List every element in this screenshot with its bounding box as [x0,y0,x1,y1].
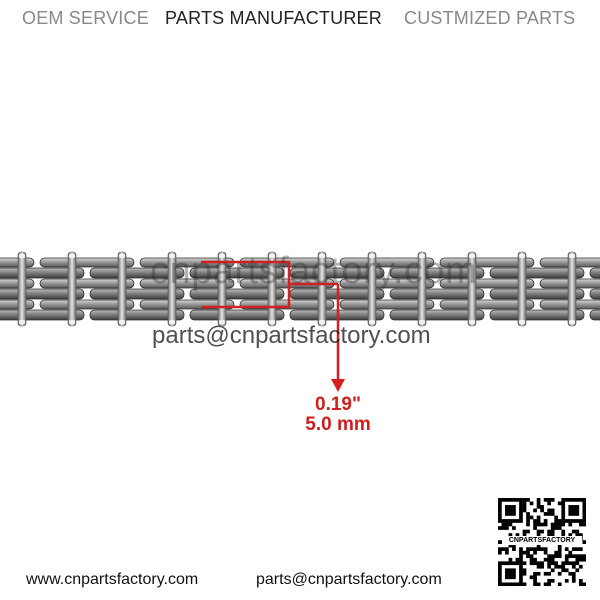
dimension-mm: 5.0 mm [305,414,371,435]
chain-links [0,251,600,327]
dimension-marker [201,260,345,392]
oem-service-label: OEM SERVICE [22,8,149,28]
header-bar: OEM SERVICE PARTS MANUFACTURER CUSTMIZED… [0,8,600,36]
footer-email: parts@cnpartsfactory.com [256,571,442,588]
dimension-inches: 0.19" [315,394,361,415]
qr-label: CNPARTSFACTORY [502,536,582,545]
footer-website: www.cnpartsfactory.com [26,571,199,588]
qr-code: CNPARTSFACTORY [498,498,587,587]
parts-manufacturer-label: PARTS MANUFACTURER [165,8,382,28]
watermark-email: parts@cnpartsfactory.com [152,322,431,349]
customized-parts-label: CUSTMIZED PARTS [404,8,576,28]
watermark-site: cnpartsfactory.com [150,250,478,292]
